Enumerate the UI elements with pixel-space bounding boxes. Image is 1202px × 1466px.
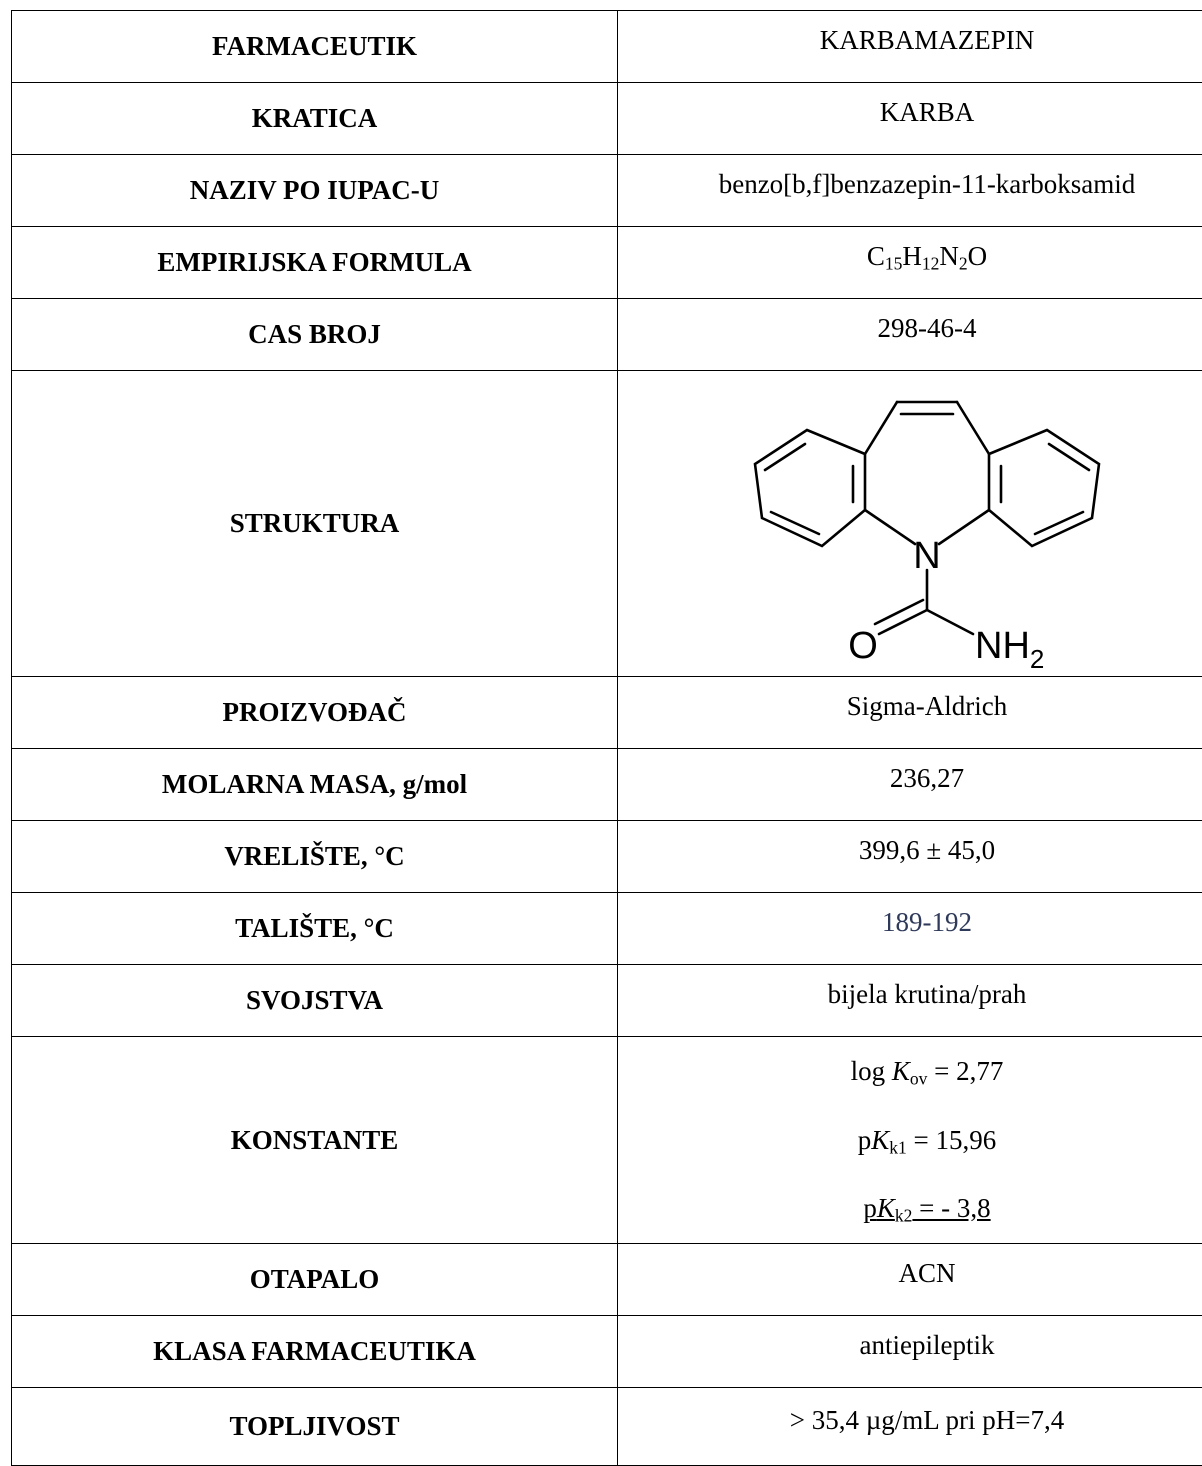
- constant-pkk2: pKk2 = - 3,8: [626, 1192, 1202, 1224]
- row-value: 298-46-4: [618, 299, 1202, 371]
- row-iupac: NAZIV PO IUPAC-U benzo[b,f]benzazepin-11…: [12, 155, 1202, 227]
- value-text: Sigma-Aldrich: [847, 690, 1007, 722]
- row-key: PROIZVOĐAČ: [12, 677, 618, 749]
- empirical-formula: C15H12N2O: [867, 240, 987, 272]
- c-n-bond: [927, 610, 973, 634]
- row-key: KRATICA: [12, 83, 618, 155]
- row-empirical-formula: EMPIRIJSKA FORMULA C15H12N2O: [12, 227, 1202, 299]
- value-text: 236,27: [890, 762, 964, 794]
- row-key: FARMACEUTIK: [12, 11, 618, 83]
- left-ring-inner-bond: [765, 444, 805, 470]
- row-konstante: KONSTANTE log Kov = 2,77 pKk1 = 15,96 pK…: [12, 1037, 1202, 1244]
- value-text: 399,6 ± 45,0: [859, 834, 995, 866]
- value-text: antiepileptik: [860, 1329, 995, 1361]
- value-text: KARBA: [880, 96, 975, 128]
- row-value: N O NH2: [618, 371, 1202, 677]
- value-text: 298-46-4: [878, 312, 977, 344]
- row-value: 399,6 ± 45,0: [618, 821, 1202, 893]
- o-atom-label: O: [848, 625, 878, 667]
- structure-diagram: N O NH2: [727, 374, 1127, 674]
- row-value: C15H12N2O: [618, 227, 1202, 299]
- azepine-bond: [865, 510, 915, 544]
- nh2-label: NH2: [975, 625, 1044, 674]
- right-ring-inner-bond: [1049, 444, 1089, 470]
- row-key: SVOJSTVA: [12, 965, 618, 1037]
- properties-table: FARMACEUTIK KARBAMAZEPIN KRATICA KARBA N…: [11, 10, 1202, 1466]
- row-key: STRUKTURA: [12, 371, 618, 677]
- row-taliste: TALIŠTE, °C 189-192: [12, 893, 1202, 965]
- value-text: ACN: [898, 1257, 955, 1289]
- row-value: ACN: [618, 1244, 1202, 1316]
- value-text: benzo[b,f]benzazepin-11-karboksamid: [719, 168, 1136, 200]
- row-value: bijela krutina/prah: [618, 965, 1202, 1037]
- row-key: MOLARNA MASA, g/mol: [12, 749, 618, 821]
- row-key: KONSTANTE: [12, 1037, 618, 1244]
- row-value: benzo[b,f]benzazepin-11-karboksamid: [618, 155, 1202, 227]
- constant-pkk1: pKk1 = 15,96: [626, 1124, 1202, 1156]
- value-text: > 35,4 µg/mL pri pH=7,4: [790, 1404, 1065, 1436]
- n-atom-label: N: [913, 535, 940, 577]
- c-o-double-bond: [879, 610, 927, 634]
- row-svojstva: SVOJSTVA bijela krutina/prah: [12, 965, 1202, 1037]
- row-key: KLASA FARMACEUTIKA: [12, 1316, 618, 1388]
- row-value: KARBA: [618, 83, 1202, 155]
- azepine-bond: [939, 510, 989, 544]
- left-ring-inner-bond: [771, 512, 819, 534]
- row-value: antiepileptik: [618, 1316, 1202, 1388]
- right-ring-inner-bond: [1035, 512, 1083, 534]
- row-key: TALIŠTE, °C: [12, 893, 618, 965]
- c-o-double-bond: [875, 600, 923, 624]
- row-value: > 35,4 µg/mL pri pH=7,4: [618, 1388, 1202, 1466]
- value-text: 189-192: [882, 906, 972, 938]
- row-key: TOPLJIVOST: [12, 1388, 618, 1466]
- row-vreliste: VRELIŠTE, °C 399,6 ± 45,0: [12, 821, 1202, 893]
- row-value: log Kov = 2,77 pKk1 = 15,96 pKk2 = - 3,8: [618, 1037, 1202, 1244]
- value-text: KARBAMAZEPIN: [820, 24, 1035, 56]
- row-key: CAS BROJ: [12, 299, 618, 371]
- row-key: NAZIV PO IUPAC-U: [12, 155, 618, 227]
- row-kratica: KRATICA KARBA: [12, 83, 1202, 155]
- row-value: Sigma-Aldrich: [618, 677, 1202, 749]
- row-topljivost: TOPLJIVOST > 35,4 µg/mL pri pH=7,4: [12, 1388, 1202, 1466]
- azepine-bond: [957, 402, 989, 454]
- constant-log-kov: log Kov = 2,77: [626, 1055, 1202, 1087]
- row-key: EMPIRIJSKA FORMULA: [12, 227, 618, 299]
- azepine-bond: [865, 402, 897, 454]
- row-key: OTAPALO: [12, 1244, 618, 1316]
- row-molarna-masa: MOLARNA MASA, g/mol 236,27: [12, 749, 1202, 821]
- row-proizvodac: PROIZVOĐAČ Sigma-Aldrich: [12, 677, 1202, 749]
- row-key: VRELIŠTE, °C: [12, 821, 618, 893]
- row-value: KARBAMAZEPIN: [618, 11, 1202, 83]
- value-text: bijela krutina/prah: [828, 978, 1027, 1010]
- row-value: 189-192: [618, 893, 1202, 965]
- row-klasa: KLASA FARMACEUTIKA antiepileptik: [12, 1316, 1202, 1388]
- row-cas: CAS BROJ 298-46-4: [12, 299, 1202, 371]
- row-value: 236,27: [618, 749, 1202, 821]
- row-otapalo: OTAPALO ACN: [12, 1244, 1202, 1316]
- row-structure: STRUKTURA: [12, 371, 1202, 677]
- row-farmaceutik: FARMACEUTIK KARBAMAZEPIN: [12, 11, 1202, 83]
